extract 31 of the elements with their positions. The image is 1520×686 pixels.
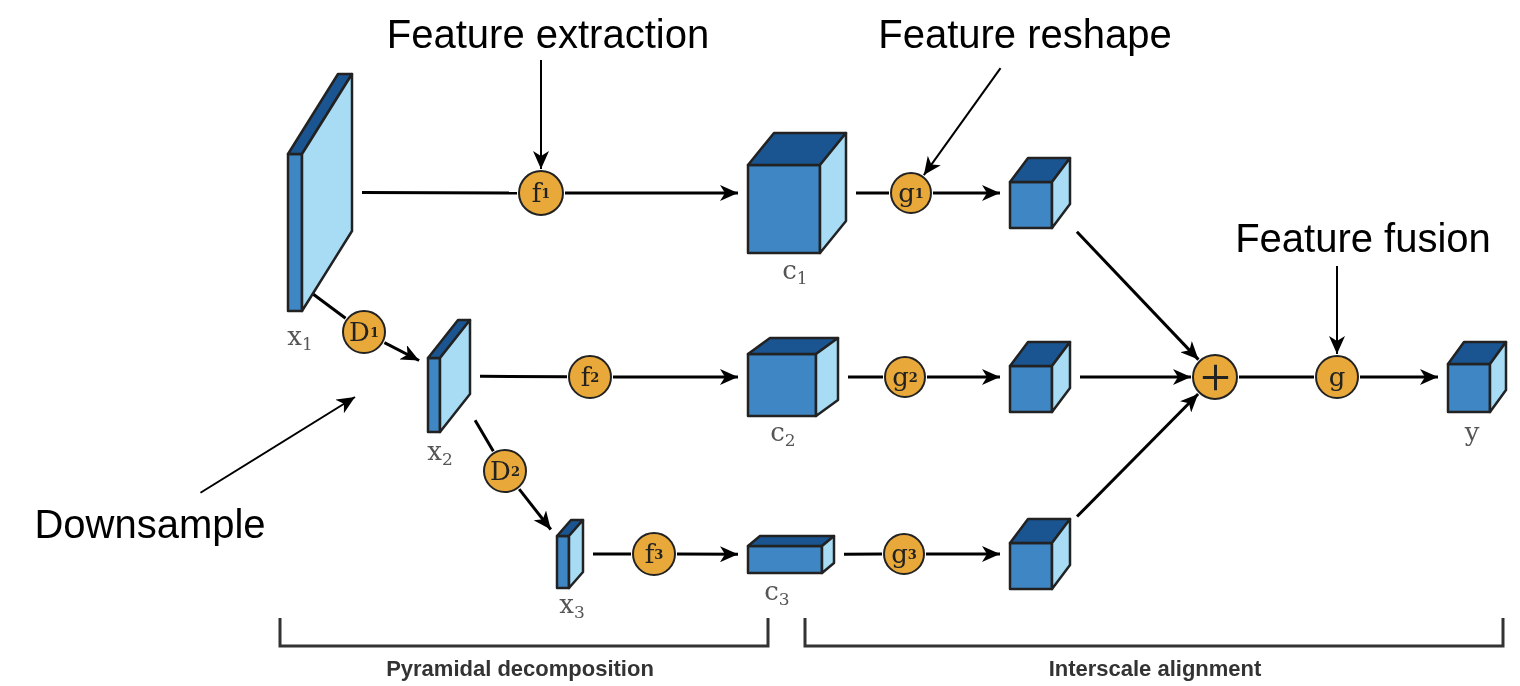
arrow bbox=[565, 185, 738, 201]
arrow bbox=[1075, 393, 1200, 518]
arrow bbox=[926, 546, 1000, 562]
leader-arrow bbox=[1329, 265, 1345, 355]
arrow bbox=[1080, 369, 1191, 385]
arrow bbox=[1075, 230, 1200, 361]
arrow bbox=[677, 546, 738, 563]
leader-arrow bbox=[922, 67, 1002, 177]
variable-label: c$_{3}$ bbox=[764, 577, 790, 609]
arrow bbox=[518, 488, 552, 531]
callout-text: Feature reshape bbox=[845, 8, 1205, 60]
variable-label: y bbox=[1464, 418, 1480, 447]
leader-arrow bbox=[199, 396, 356, 494]
operator-circle: g bbox=[1315, 355, 1359, 399]
variable-label: x$_{2}$ bbox=[427, 437, 453, 469]
section-label: Pyramidal decomposition bbox=[386, 656, 654, 682]
callout-text: Feature extraction bbox=[350, 8, 746, 60]
arrow bbox=[383, 341, 420, 362]
variable-label: c$_{1}$ bbox=[782, 256, 808, 288]
section-label: Interscale alignment bbox=[1048, 656, 1262, 682]
leader-arrow bbox=[533, 59, 549, 170]
variable-label: x$_{3}$ bbox=[559, 590, 585, 622]
callout-text: Downsample bbox=[5, 498, 295, 550]
arrow bbox=[1360, 369, 1438, 385]
arrow bbox=[613, 369, 738, 385]
arrow bbox=[933, 185, 1000, 201]
variable-label: x$_{1}$ bbox=[287, 322, 313, 354]
sum-circle bbox=[1192, 354, 1238, 400]
callout-text: Feature fusion bbox=[1210, 212, 1516, 264]
variable-label: c$_{2}$ bbox=[770, 418, 796, 450]
arrow bbox=[927, 369, 1000, 385]
